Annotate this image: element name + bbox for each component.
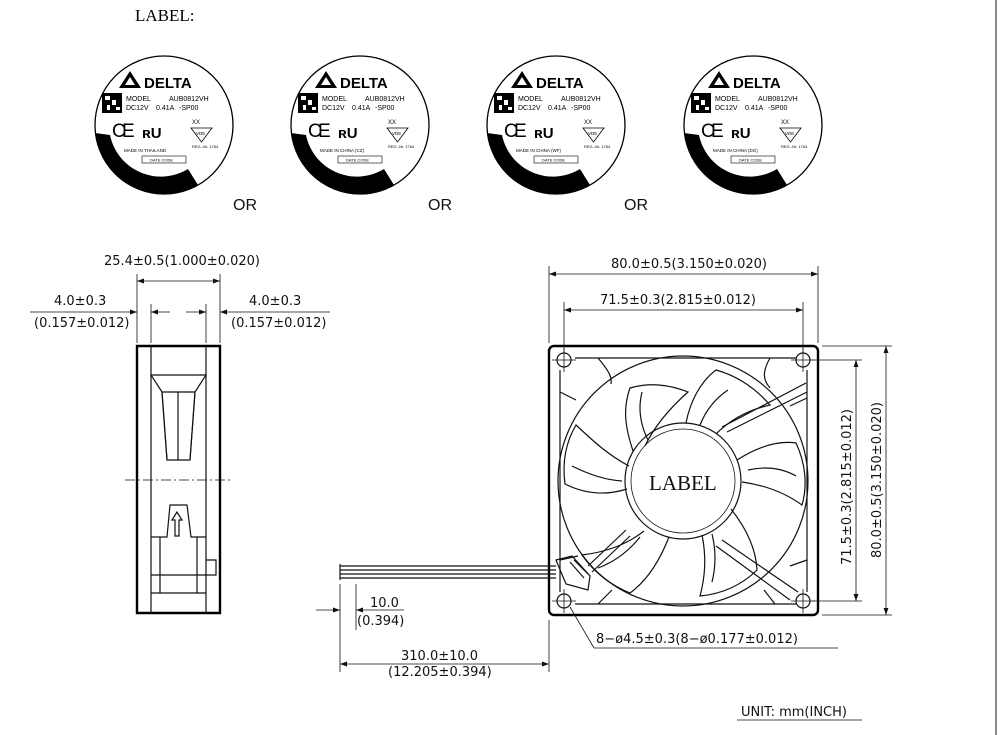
label-rating-a: 0.41A [156, 105, 175, 112]
label-date-code: DATE CODE [346, 158, 369, 163]
dim-flange-right-inch: (0.157±0.012) [231, 316, 326, 331]
label-date-code: DATE CODE [542, 158, 565, 163]
label-origin: MADE IN CHINA (CZ) [320, 148, 365, 153]
dim-flange-right: 4.0±0.3 [249, 294, 301, 309]
label-model-key: MODEL [322, 96, 347, 103]
label-rating-v: DC12V [715, 105, 738, 112]
dim-strip-length-inch: (0.394) [357, 614, 404, 629]
label-suffix: -SP00 [375, 105, 395, 112]
label-xx: XX [192, 120, 200, 126]
label-vde: VDE [196, 131, 205, 136]
dim-flange-left: 4.0±0.3 [54, 294, 106, 309]
or-separator: OR [233, 197, 257, 214]
label-origin: MADE IN CHINA (DG) [713, 148, 758, 153]
label-vde: VDE [392, 131, 401, 136]
label-suffix: -SP00 [768, 105, 788, 112]
label-model: AUB0812VH [169, 96, 209, 103]
front-view: LABEL [547, 344, 820, 617]
dim-hole-pitch-height: 71.5±0.3(2.815±0.012) [840, 409, 855, 565]
hub-label: LABEL [649, 471, 717, 495]
label-rating-a: 0.41A [352, 105, 371, 112]
label-suffix: -SP00 [571, 105, 591, 112]
unit-label: UNIT: mm(INCH) [741, 705, 847, 720]
label-rating-a: 0.41A [745, 105, 764, 112]
dim-overall-height: 80.0±0.5(3.150±0.020) [870, 402, 885, 558]
front-dimensions: 80.0±0.5(3.150±0.020) 71.5±0.3(2.815±0.0… [316, 257, 892, 680]
label-reg: REG.-Nr. 1764 [388, 144, 415, 149]
dim-lead-length: 310.0±10.0 [401, 649, 478, 664]
label-brand: DELTA [733, 75, 781, 92]
label-suffix: -SP00 [179, 105, 199, 112]
label-vde: VDE [785, 131, 794, 136]
or-separator: OR [624, 197, 648, 214]
label-brand: DELTA [536, 75, 584, 92]
dim-overall-width: 80.0±0.5(3.150±0.020) [611, 257, 767, 272]
label-brand: DELTA [144, 75, 192, 92]
label-xx: XX [781, 120, 789, 126]
label-model-key: MODEL [518, 96, 543, 103]
mount-hole [791, 589, 815, 613]
label-date-code: DATE CODE [150, 158, 173, 163]
dim-lead-length-inch: (12.205±0.394) [388, 665, 492, 680]
label-model-key: MODEL [126, 96, 151, 103]
or-separator: OR [428, 197, 452, 214]
side-view [125, 344, 232, 615]
fan-blade [563, 369, 806, 597]
side-dimensions: 25.4±0.5(1.000±0.020) 4.0±0.3 (0.157±0.0… [30, 254, 330, 343]
label-date-code: DATE CODE [739, 158, 762, 163]
label-rating-v: DC12V [518, 105, 541, 112]
unit-note: UNIT: mm(INCH) [737, 705, 862, 721]
label-origin: MADE IN THAILAND [124, 148, 167, 153]
label-xx: XX [584, 120, 592, 126]
label-brand: DELTA [340, 75, 388, 92]
label-model: AUB0812VH [561, 96, 601, 103]
label-model-key: MODEL [715, 96, 740, 103]
label-reg: REG.-Nr. 1764 [192, 144, 219, 149]
label-model: AUB0812VH [758, 96, 798, 103]
dim-strip-length: 10.0 [370, 596, 399, 611]
label-xx: XX [388, 120, 396, 126]
label-origin: MADE IN CHINA (WF) [516, 148, 561, 153]
label-model: AUB0812VH [365, 96, 405, 103]
label-vde: VDE [588, 131, 597, 136]
label-title: LABEL: [135, 6, 195, 25]
label-rating-a: 0.41A [548, 105, 567, 112]
dim-flange-left-inch: (0.157±0.012) [34, 316, 129, 331]
label-reg: REG.-Nr. 1764 [584, 144, 611, 149]
lead-wire [339, 564, 556, 580]
label-reg: REG.-Nr. 1764 [781, 144, 808, 149]
dim-depth: 25.4±0.5(1.000±0.020) [104, 254, 260, 269]
label-rating-v: DC12V [322, 105, 345, 112]
label-rating-v: DC12V [126, 105, 149, 112]
dim-hole-pitch-width: 71.5±0.3(2.815±0.012) [600, 293, 756, 308]
dim-mount-holes: 8−ø4.5±0.3(8−ø0.177±0.012) [596, 632, 798, 647]
mount-hole [552, 589, 576, 613]
